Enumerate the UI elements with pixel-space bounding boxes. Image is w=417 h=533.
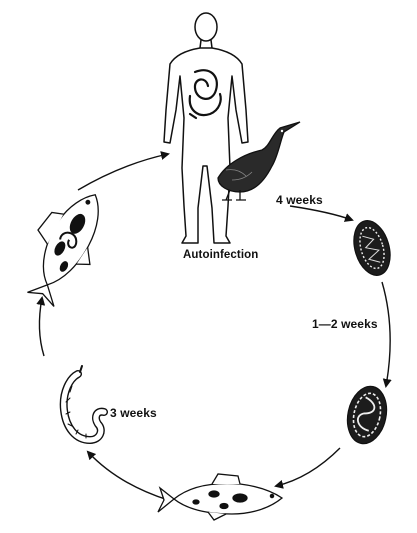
- arrow-larva-to-fish: [36, 296, 46, 357]
- autoinfection-label: Autoinfection: [183, 249, 259, 261]
- fish-icon: [27, 194, 99, 307]
- human-figure-icon: [163, 12, 249, 244]
- fish-icon: [157, 473, 284, 521]
- cycle-arrows: [36, 151, 392, 501]
- arrow-egg-to-egg: [381, 281, 392, 388]
- three-weeks-label: 3 weeks: [110, 406, 157, 420]
- arrow-fish-to-human: [77, 151, 170, 191]
- larva-worm-icon: [59, 365, 108, 445]
- egg-icon: [353, 220, 391, 276]
- intestine-icon: [188, 69, 222, 120]
- arrow-human-to-bird: [289, 205, 354, 222]
- bird-icon: [217, 121, 301, 201]
- one-two-weeks-label: 1—2 weeks: [312, 317, 378, 331]
- arrow-fish-to-larva: [86, 450, 169, 501]
- four-weeks-label: 4 weeks: [276, 193, 323, 207]
- embryonated-egg-icon: [346, 385, 388, 445]
- arrow-egg-to-fish: [274, 447, 341, 489]
